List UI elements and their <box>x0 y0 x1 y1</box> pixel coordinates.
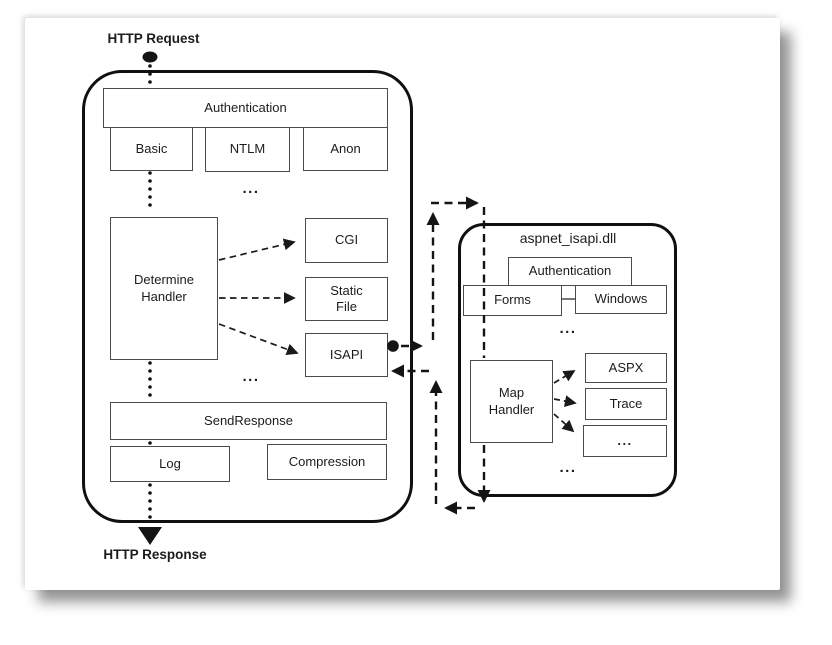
box-determine-handler: Determine Handler <box>110 217 218 360</box>
box-cgi: CGI <box>305 218 388 263</box>
iis-ellipsis-top: ... <box>242 180 260 197</box>
aspnet-isapi-container <box>458 223 677 497</box>
iis-ellipsis-bottom: ... <box>242 368 260 385</box>
box-log: Log <box>110 446 230 482</box>
box-trace: Trace <box>585 388 667 420</box>
box-basic: Basic <box>110 127 193 171</box>
box-windows: Windows <box>575 285 667 314</box>
aspnet-ellipsis-bottom: ... <box>559 459 577 476</box>
http-request-label: HTTP Request <box>107 31 200 46</box>
box-aspx: ASPX <box>585 353 667 383</box>
box-isapi: ISAPI <box>305 333 388 377</box>
box-authentication-aspnet: Authentication <box>508 257 632 286</box>
box-more-handlers: ... <box>583 425 667 457</box>
box-compression: Compression <box>267 444 387 480</box>
aspnet-ellipsis-top: ... <box>559 320 577 337</box>
box-ntlm: NTLM <box>205 127 290 172</box>
http-response-label: HTTP Response <box>103 547 207 562</box>
box-map-handler: Map Handler <box>470 360 553 443</box>
box-static-file: Static File <box>305 277 388 321</box>
iis-pipeline-container <box>82 70 413 523</box>
box-authentication-iis: Authentication <box>103 88 388 128</box>
box-forms: Forms <box>463 285 562 316</box>
box-send-response: SendResponse <box>110 402 387 440</box>
box-anon: Anon <box>303 127 388 171</box>
aspnet-isapi-title: aspnet_isapi.dll <box>519 230 617 246</box>
